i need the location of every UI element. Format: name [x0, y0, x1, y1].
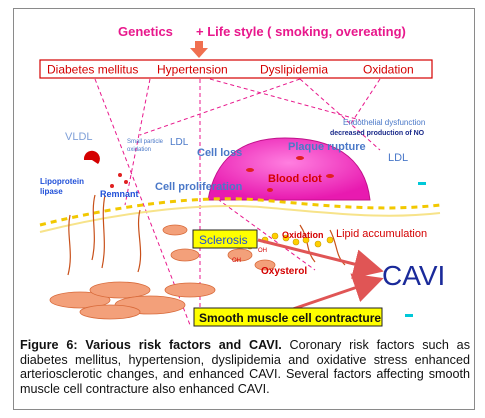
risk-dyslipidemia: Dyslipidemia — [260, 63, 328, 77]
cell-proliferation-label: Cell proliferation — [155, 181, 243, 193]
cyan-marker-2 — [405, 314, 413, 317]
smooth-muscle-label: Smooth muscle cell contracture — [199, 311, 381, 325]
blood-clot-label: Blood clot — [268, 173, 322, 185]
oh-label-1: OH — [258, 248, 267, 254]
small-ldl-line1: Small particle — [127, 139, 164, 145]
risk-diabetes: Diabetes mellitus — [47, 63, 138, 77]
vldl-label: VLDL — [65, 131, 93, 143]
fiber-strands — [67, 194, 346, 276]
lifestyle-label: + Life style ( smoking, overeating) — [196, 24, 406, 39]
lipoprotein-lipase-icon — [83, 150, 100, 164]
oxysterol-label: Oxysterol — [261, 266, 307, 277]
risk-hypertension: Hypertension — [157, 63, 228, 77]
muscle-to-cavi-arrow — [289, 273, 384, 312]
smooth-muscle-box — [193, 307, 383, 327]
lipoprotein-line1: Lipoprotein — [40, 177, 84, 186]
caption-text: Coronary risk factors such as diabetes m… — [20, 338, 470, 396]
caption-lead: Figure 6: Various risk factors and CAVI. — [20, 338, 282, 352]
red-cells — [110, 156, 334, 192]
sclerosis-label: Sclerosis — [199, 233, 248, 247]
risk-oxidation: Oxidation — [363, 63, 414, 77]
down-arrow-icon — [190, 41, 208, 58]
endothelial-line2: decreased production of NO — [330, 130, 425, 137]
plaque-rupture-label: Plaque rupture — [288, 141, 366, 153]
cyan-marker-1 — [418, 182, 426, 185]
cavi-label: CAVI — [382, 260, 445, 291]
sclerosis-box — [192, 229, 258, 249]
figure-caption: Figure 6: Various risk factors and CAVI.… — [20, 338, 470, 396]
remnant-label: Remnant — [100, 189, 139, 199]
small-ldl-line3: oxidation — [127, 147, 151, 153]
oxidation-inner-label: Oxidation — [282, 230, 324, 240]
small-ldl-line2: LDL — [170, 137, 189, 148]
lipoprotein-line2: lipase — [40, 187, 63, 196]
risk-factor-box — [39, 59, 433, 79]
vessel-wall-lower — [39, 205, 441, 233]
sclerosis-to-cavi-arrow — [257, 238, 384, 279]
cell-loss-label: Cell loss — [197, 147, 242, 159]
risk-factor-diagram: Genetics + Life style ( smoking, overeat… — [39, 24, 445, 327]
lipid-accumulation-label: Lipid accumulation — [336, 228, 427, 240]
oh-label-2: OH — [232, 258, 241, 264]
genetics-label: Genetics — [118, 24, 173, 39]
endothelial-line1: Endothelial dysfunction — [343, 118, 425, 127]
plaque-shape — [207, 137, 371, 201]
ldl-right-label: LDL — [388, 152, 408, 164]
vessel-wall-upper — [39, 197, 441, 227]
